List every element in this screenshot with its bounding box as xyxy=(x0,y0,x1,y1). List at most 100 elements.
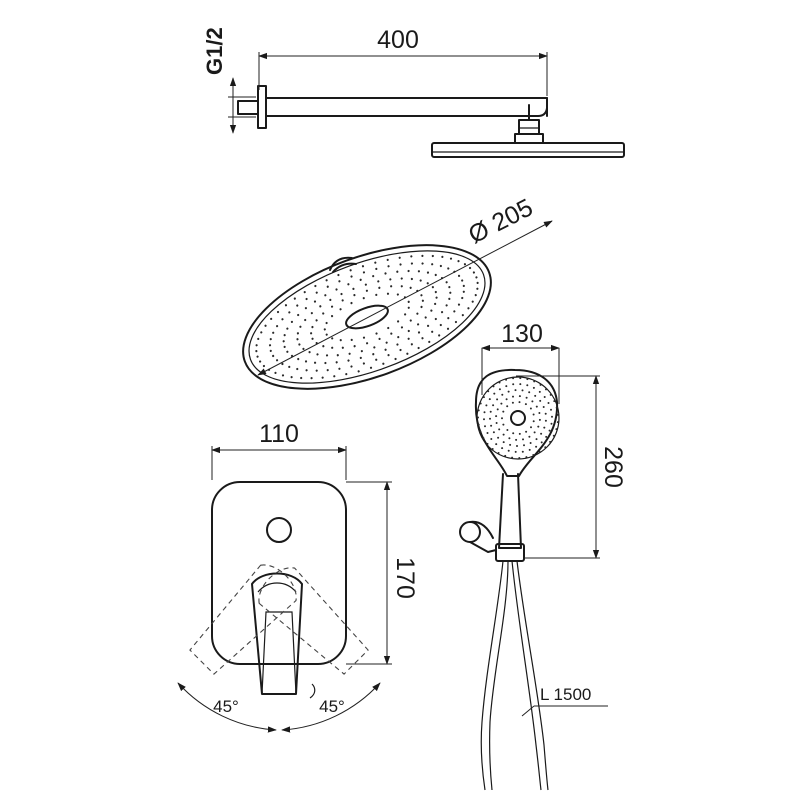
nozzle-dot xyxy=(474,293,477,297)
nozzle-dot xyxy=(288,311,291,314)
nozzle-dot xyxy=(409,319,412,322)
spray-dot xyxy=(519,383,522,386)
nozzle-dot xyxy=(339,308,342,311)
nozzle-dot xyxy=(372,275,375,278)
spray-dot xyxy=(535,438,538,441)
nozzle-dot xyxy=(341,299,344,302)
nozzle-dot xyxy=(409,286,412,289)
nozzle-dot xyxy=(378,337,381,341)
nozzle-dot xyxy=(434,317,437,321)
nozzle-dot xyxy=(350,301,353,305)
spray-dot xyxy=(547,402,550,404)
spray-dot xyxy=(493,392,496,395)
head-perspective-view xyxy=(242,220,553,390)
nozzle-dot xyxy=(321,376,324,379)
nozzle-dot xyxy=(333,375,336,378)
head-diameter-label: Ø 205 xyxy=(464,193,537,249)
nozzle-dot xyxy=(357,370,360,373)
nozzle-dot xyxy=(426,271,430,274)
nozzle-dot xyxy=(389,278,392,281)
nozzle-dot xyxy=(352,287,355,290)
nozzle-dot xyxy=(400,326,404,329)
spray-dot xyxy=(516,445,518,447)
nozzle-dot xyxy=(400,285,403,288)
nozzle-dot xyxy=(305,369,308,372)
spray-dot xyxy=(528,448,531,451)
spray-dot xyxy=(512,377,515,380)
spray-dot xyxy=(498,381,501,384)
nozzle-dot xyxy=(399,348,402,352)
nozzle-dot xyxy=(421,337,424,340)
nozzle-dot xyxy=(420,294,423,297)
nozzle-dot xyxy=(325,354,329,357)
spray-dot xyxy=(484,425,486,428)
spray-dot xyxy=(529,442,532,444)
spray-dot xyxy=(550,408,552,411)
nozzle-dot xyxy=(290,320,294,323)
nozzle-dot xyxy=(338,280,341,283)
nozzle-dot xyxy=(340,292,343,296)
nozzle-dot xyxy=(281,374,285,377)
spray-dot xyxy=(506,405,509,408)
nozzle-dot xyxy=(449,257,453,260)
spray-dot xyxy=(548,429,551,432)
nozzle-dot xyxy=(283,334,286,337)
nozzle-dot xyxy=(431,286,434,289)
spray-dot xyxy=(544,446,547,449)
nozzle-dot xyxy=(426,282,429,285)
nozzle-dot xyxy=(471,300,474,303)
nozzle-dot xyxy=(308,351,311,354)
spray-dot xyxy=(522,438,524,441)
spray-dot xyxy=(514,450,517,453)
nozzle-dot xyxy=(283,345,286,348)
nozzle-dot xyxy=(390,285,393,288)
nozzle-dot xyxy=(264,324,267,327)
spray-dot xyxy=(518,457,521,459)
nozzle-dot xyxy=(298,343,301,346)
spray-dot xyxy=(483,411,486,414)
nozzle-dot xyxy=(353,345,356,348)
nozzle-dot xyxy=(390,332,393,335)
spray-dot xyxy=(495,443,498,446)
nozzle-dot xyxy=(262,364,266,368)
nozzle-dot xyxy=(319,305,322,308)
nozzle-dot xyxy=(325,279,328,282)
nozzle-dot xyxy=(313,300,317,303)
nozzle-dot xyxy=(431,330,434,333)
nozzle-dot xyxy=(311,325,314,329)
mixer-plate-view xyxy=(177,446,392,733)
nozzle-dot xyxy=(420,305,423,309)
nozzle-dot xyxy=(410,277,413,281)
spray-dot xyxy=(495,415,498,418)
nozzle-dot xyxy=(397,336,400,339)
nozzle-dot xyxy=(384,348,387,351)
nozzle-dot xyxy=(304,307,307,310)
nozzle-dot xyxy=(359,356,362,359)
nozzle-dot xyxy=(281,318,284,321)
spray-dot xyxy=(486,442,489,445)
nozzle-dot xyxy=(311,337,314,340)
spray-dot xyxy=(492,431,495,434)
nozzle-dot xyxy=(362,336,366,339)
spray-dot xyxy=(477,423,480,426)
nozzle-dot xyxy=(398,256,401,259)
spray-dot xyxy=(502,423,505,426)
nozzle-dot xyxy=(448,297,451,300)
nozzle-dot xyxy=(274,371,277,374)
nozzle-dot xyxy=(310,377,313,380)
spray-dot xyxy=(518,401,521,404)
spray-dot xyxy=(497,452,500,454)
nozzle-dot xyxy=(447,267,450,270)
nozzle-dot xyxy=(330,305,334,308)
spray-dot xyxy=(490,438,493,440)
spray-dot xyxy=(552,434,555,437)
nozzle-dot xyxy=(406,352,409,355)
nozzle-dot xyxy=(447,317,450,320)
spray-dot xyxy=(525,430,528,433)
nozzle-dot xyxy=(296,367,299,371)
nozzle-dot xyxy=(439,264,442,268)
nozzle-dot xyxy=(270,317,273,320)
spray-dot xyxy=(477,409,480,412)
nozzle-dot xyxy=(297,313,300,317)
spray-dot xyxy=(551,415,553,418)
